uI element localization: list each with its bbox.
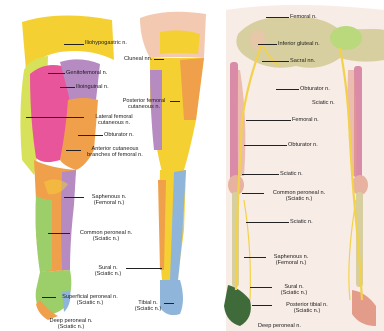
label-femoral-top: Femoral n. <box>290 14 317 20</box>
leader-line <box>26 117 84 118</box>
label-iliohypogastric: Iliohypogastric n. <box>85 40 127 46</box>
leader-line <box>66 150 81 151</box>
label-common-peroneal-left: Common peroneal n. (Sciatic n.) <box>70 230 142 243</box>
label-sural-left: Sural n. (Sciatic n.) <box>86 265 130 278</box>
label-obturator-mid: Obturator n. <box>288 142 318 148</box>
leader-line <box>42 297 56 298</box>
leader-line <box>126 268 162 269</box>
label-common-peroneal-right: Common peroneal n. (Sciatic n.) <box>262 190 336 203</box>
leader-line <box>244 257 266 258</box>
label-deep-peroneal-left: Deep peroneal n. (Sciatic n.) <box>36 318 106 331</box>
label-femoral-mid: Femoral n. <box>292 117 319 123</box>
right-panel-anatomy <box>224 5 384 331</box>
leader-line <box>242 193 264 194</box>
label-sciatic-leg: Sciatic n. <box>290 219 313 225</box>
leader-line <box>246 120 291 121</box>
label-cluneal: Cluneal nn. <box>124 56 152 62</box>
leader-line <box>244 145 287 146</box>
leader-line <box>262 61 289 62</box>
leader-line <box>258 44 277 45</box>
label-sacral: Sacral nn. <box>290 58 315 64</box>
label-sural-right: Sural n. (Sciatic n.) <box>272 284 316 297</box>
leader-line <box>78 135 103 136</box>
leader-line <box>48 233 70 234</box>
label-deep-peroneal-right: Deep peroneal n. <box>258 323 301 329</box>
leader-line <box>250 287 272 288</box>
leader-line <box>276 89 299 90</box>
leader-line <box>242 174 279 175</box>
leader-line <box>64 197 84 198</box>
label-anterior-cutaneous-femoral: Anterior cutaneous branches of femoral n… <box>80 146 150 159</box>
label-tibial: Tibial n. (Sciatic n.) <box>124 300 172 313</box>
label-posterior-femoral-cutaneous: Posterior femoral cutaneous n. <box>114 98 174 111</box>
label-sciatic-top: Sciatic n. <box>312 100 335 106</box>
label-ilioinguinal: Ilioinguinal n. <box>76 84 109 90</box>
leader-line <box>60 87 75 88</box>
label-superficial-peroneal: Superficial peroneal n. (Sciatic n.) <box>50 294 130 307</box>
label-sciatic-knee: Sciatic n. <box>280 171 303 177</box>
label-obturator-top-right: Obturator n. <box>300 86 330 92</box>
label-saphenous-right: Saphenous n. (Femoral n.) <box>264 254 318 267</box>
label-obturator-left: Obturator n. <box>104 132 134 138</box>
label-posterior-tibial: Posterior tibial n. (Sciatic n.) <box>270 302 344 315</box>
leader-line <box>154 59 164 60</box>
label-inferior-gluteal: Inferior gluteal n. <box>278 41 320 47</box>
leader-line <box>252 305 272 306</box>
label-lateral-femoral-cutaneous: Lateral femoral cutaneous n. <box>84 114 144 127</box>
leader-line <box>170 101 180 102</box>
leader-line <box>164 303 174 304</box>
label-genitofemoral: Genitofemoral n. <box>66 70 107 76</box>
leader-line <box>246 222 289 223</box>
leader-line <box>266 17 289 18</box>
leader-line <box>64 44 84 45</box>
leader-line <box>48 73 65 74</box>
label-saphenous-left: Saphenous n. (Femoral n.) <box>82 194 136 207</box>
